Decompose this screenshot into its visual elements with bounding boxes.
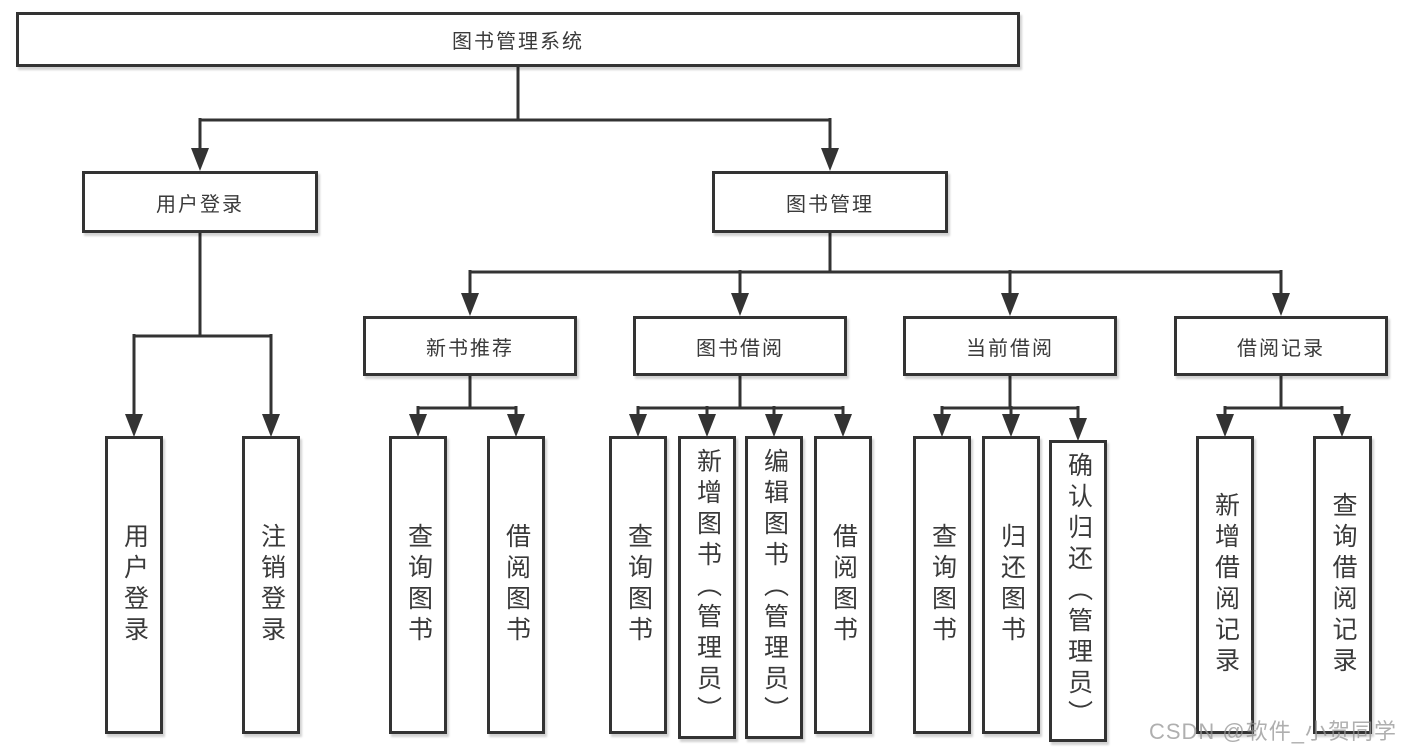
- node-query-books-borrowing-label: 查询图书: [624, 523, 653, 647]
- node-confirm-return-admin: 确认归还（管理员）: [1049, 440, 1107, 742]
- node-query-books-current-label: 查询图书: [928, 523, 957, 647]
- node-library-system-label: 图书管理系统: [452, 31, 584, 53]
- node-add-borrow-record: 新增借阅记录: [1196, 436, 1254, 734]
- csdn-watermark: CSDN @软件_小贺同学: [1148, 719, 1397, 744]
- node-user-login-action-label: 用户登录: [120, 523, 149, 647]
- node-confirm-return-admin-label: 确认归还（管理员）: [1064, 451, 1093, 731]
- node-edit-book-admin: 编辑图书（管理员）: [745, 436, 803, 739]
- node-add-borrow-record-label: 新增借阅记录: [1211, 492, 1240, 678]
- node-book-borrowing-label: 图书借阅: [696, 337, 784, 360]
- node-library-system: 图书管理系统: [16, 12, 1020, 67]
- node-return-books: 归还图书: [982, 436, 1040, 734]
- node-borrow-books-action: 借阅图书: [814, 436, 872, 734]
- node-logout-action-label: 注销登录: [257, 523, 286, 647]
- node-user-login-label: 用户登录: [156, 193, 244, 216]
- node-query-borrow-record: 查询借阅记录: [1313, 436, 1372, 734]
- node-query-books-borrowing: 查询图书: [609, 436, 667, 734]
- node-user-login-action: 用户登录: [105, 436, 163, 734]
- node-borrow-books-recommend: 借阅图书: [487, 436, 545, 734]
- node-query-borrow-record-label: 查询借阅记录: [1329, 492, 1357, 678]
- node-book-borrowing: 图书借阅: [633, 316, 847, 376]
- node-borrow-books-recommend-label: 借阅图书: [502, 523, 531, 647]
- node-add-book-admin: 新增图书（管理员）: [678, 436, 736, 739]
- node-current-borrowing-label: 当前借阅: [966, 337, 1054, 360]
- node-query-books-current: 查询图书: [913, 436, 971, 734]
- node-query-books-recommend: 查询图书: [389, 436, 447, 734]
- node-return-books-label: 归还图书: [997, 523, 1026, 647]
- node-borrowing-records-label: 借阅记录: [1237, 337, 1325, 360]
- node-new-book-recommend-label: 新书推荐: [426, 337, 514, 360]
- node-add-book-admin-label: 新增图书（管理员）: [693, 448, 722, 727]
- node-borrowing-records: 借阅记录: [1174, 316, 1388, 376]
- node-borrow-books-action-label: 借阅图书: [829, 523, 858, 647]
- node-current-borrowing: 当前借阅: [903, 316, 1117, 376]
- node-logout-action: 注销登录: [242, 436, 300, 734]
- node-query-books-recommend-label: 查询图书: [404, 523, 433, 647]
- node-new-book-recommend: 新书推荐: [363, 316, 577, 376]
- node-book-management: 图书管理: [712, 171, 948, 233]
- node-edit-book-admin-label: 编辑图书（管理员）: [760, 448, 789, 727]
- node-user-login: 用户登录: [82, 171, 318, 233]
- node-book-management-label: 图书管理: [786, 193, 874, 216]
